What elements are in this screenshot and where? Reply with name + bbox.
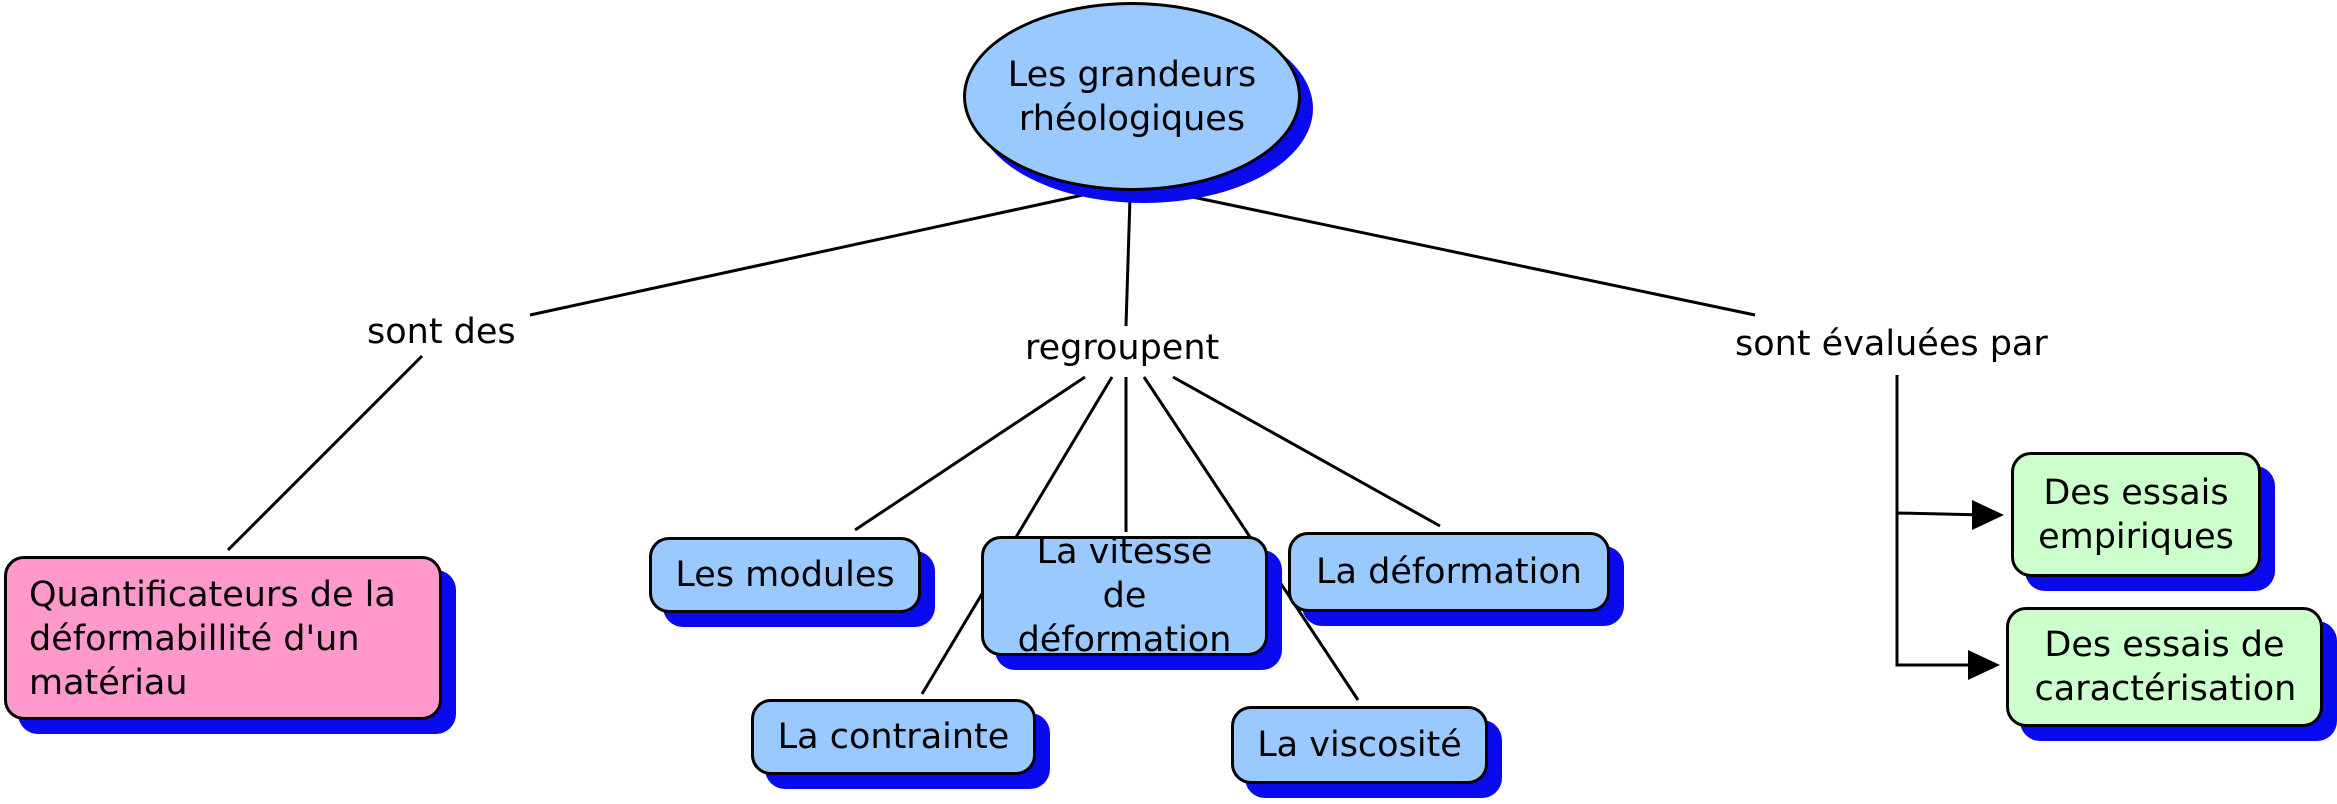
edge-root-to-sont-des — [529, 193, 1084, 317]
edge-regroupent-to-deformation — [1172, 375, 1441, 528]
link-sont-evaluees-par: sont évaluées par — [1735, 322, 2048, 366]
concept-deformation: La déformation — [1288, 532, 1610, 612]
concept-quantificateurs: Quantificateurs de la déformabillité d'u… — [4, 556, 442, 720]
concept-contrainte-label: La contrainte — [777, 717, 1010, 757]
concept-caracterisation-label: Des essais de caractérisation — [2034, 625, 2297, 709]
arrowhead-caracterisation-icon — [1968, 650, 2000, 680]
concept-contrainte: La contrainte — [751, 699, 1036, 775]
edge-sont-des-to-quantificateurs — [226, 354, 424, 552]
edge-sont-evaluees-trunk — [1895, 375, 1960, 667]
concept-viscosite-label: La viscosité — [1257, 725, 1462, 765]
concept-quantificateurs-label: Quantificateurs de la déformabillité d'u… — [29, 575, 396, 703]
concept-modules: Les modules — [649, 537, 921, 613]
link-regroupent: regroupent — [1025, 326, 1220, 370]
root-label: Les grandeurs rhéologiques — [1007, 54, 1257, 139]
concept-essais-caracterisation: Des essais de caractérisation — [2006, 607, 2323, 727]
edge-to-empiriques — [1896, 509, 1986, 520]
arrowhead-empiriques-icon — [1972, 500, 2004, 530]
concept-essais-empiriques: Des essais empiriques — [2011, 452, 2261, 577]
edge-regroupent-to-modules — [854, 375, 1086, 532]
edge-root-to-regroupent — [1124, 197, 1132, 327]
concept-empiriques-label: Des essais empiriques — [2038, 472, 2234, 557]
link-sont-des: sont des — [367, 310, 516, 354]
concept-vitesse-deformation: La vitesse de déformation — [981, 532, 1268, 660]
root-concept: Les grandeurs rhéologiques — [963, 2, 1301, 191]
edge-root-to-sont-evaluees — [1182, 193, 1756, 317]
concept-modules-label: Les modules — [675, 555, 895, 595]
concept-vitesse-label: La vitesse de déformation — [1017, 532, 1232, 660]
concept-viscosite: La viscosité — [1231, 706, 1488, 784]
edge-regroupent-to-contrainte — [920, 376, 1114, 695]
concept-deformation-label: La déformation — [1316, 552, 1582, 592]
